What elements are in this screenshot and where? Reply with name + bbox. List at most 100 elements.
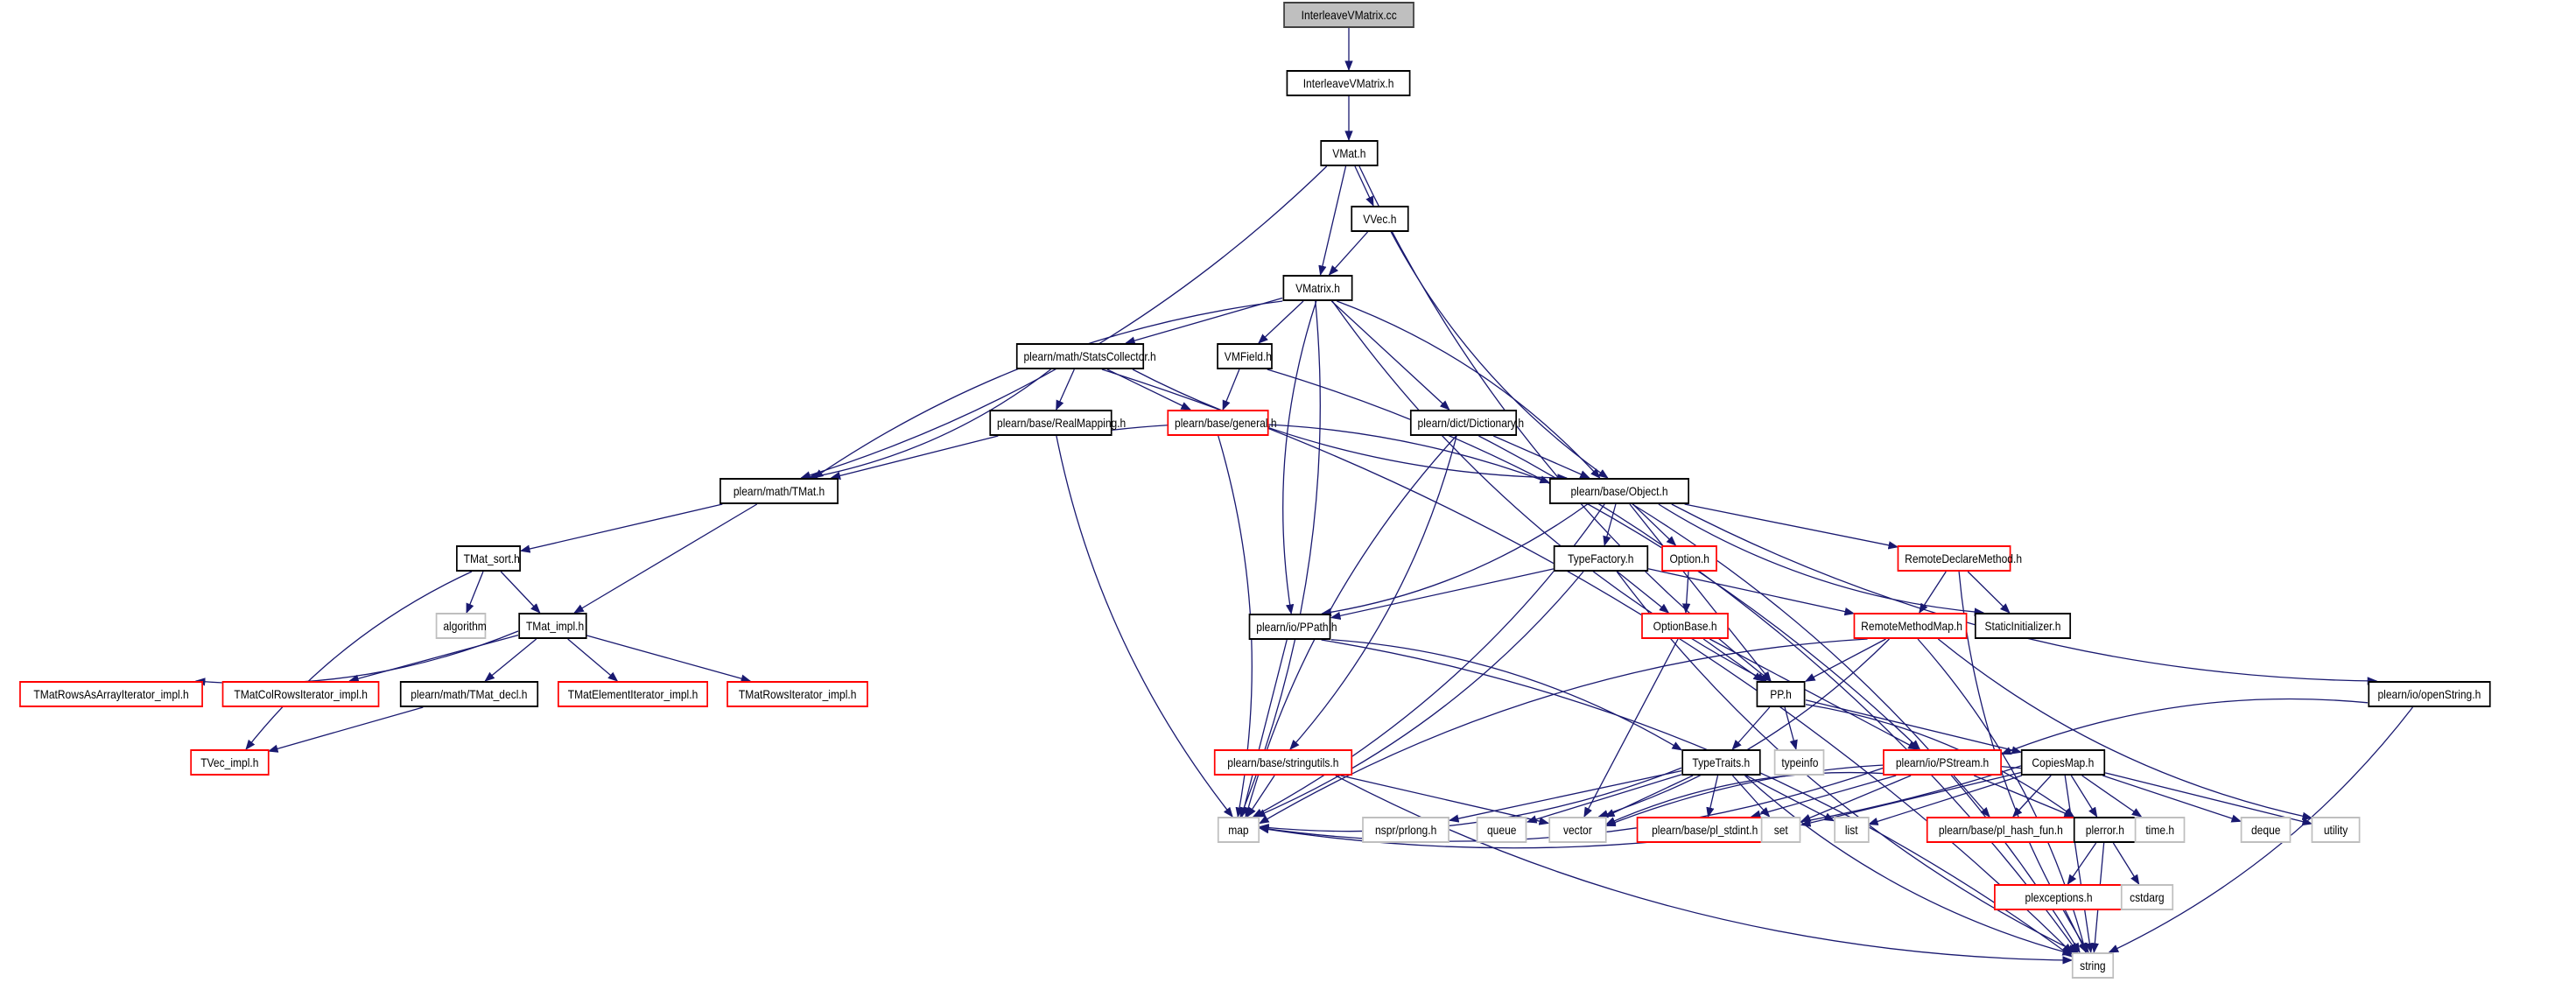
edge-object-to-rdm bbox=[1684, 503, 1899, 550]
graph-node-ivm_h[interactable]: InterleaveVMatrix.h bbox=[1287, 70, 1412, 96]
graph-node-stringutils[interactable]: plearn/base/stringutils.h bbox=[1214, 749, 1352, 776]
edge-rmm-to-vector bbox=[1597, 638, 1890, 818]
graph-node-colrows[interactable]: TMatColRowsIterator_impl.h bbox=[222, 681, 381, 707]
graph-node-stats[interactable]: plearn/math/StatsCollector.h bbox=[1016, 343, 1156, 369]
graph-node-copiesmap[interactable]: CopiesMap.h bbox=[2021, 749, 2105, 776]
graph-node-plexceptions[interactable]: plexceptions.h bbox=[1994, 884, 2124, 910]
graph-node-root[interactable]: InterleaveVMatrix.cc bbox=[1283, 2, 1414, 28]
graph-node-rdm[interactable]: RemoteDeclareMethod.h bbox=[1898, 545, 2022, 572]
edge-typefactory-to-ppath bbox=[1330, 568, 1555, 620]
edge-vmfield-to-pstream bbox=[1267, 369, 1921, 750]
graph-node-utility: utility bbox=[2312, 817, 2362, 843]
edge-typefactory-to-optionbase bbox=[1617, 571, 1670, 614]
edge-vvec-to-vmatrix bbox=[1328, 231, 1369, 276]
graph-node-rmm[interactable]: RemoteMethodMap.h bbox=[1854, 613, 1968, 639]
graph-node-deque: deque bbox=[2241, 817, 2292, 843]
graph-node-object[interactable]: plearn/base/Object.h bbox=[1549, 478, 1689, 504]
edge-copiesmap-to-plerror bbox=[2070, 775, 2098, 818]
edge-stats-to-tmat bbox=[807, 369, 1051, 481]
edge-optionbase-to-vector bbox=[1583, 638, 1679, 818]
edge-vmatrix-to-tmat bbox=[812, 300, 1283, 479]
edge-copiesmap-to-string bbox=[2064, 775, 2094, 954]
graph-node-plstdint[interactable]: plearn/base/pl_stdint.h bbox=[1637, 817, 1774, 843]
edge-dict-to-stringutils bbox=[1289, 435, 1457, 750]
edge-vvec-to-object bbox=[1390, 231, 1609, 479]
graph-node-hashfun[interactable]: plearn/base/pl_hash_fun.h bbox=[1927, 817, 2076, 843]
edge-stringutils-to-map bbox=[1246, 775, 1275, 818]
edge-typefactory-to-rmm bbox=[1647, 568, 1856, 616]
edge-typefactory-to-map bbox=[1254, 571, 1584, 818]
edge-typetraits-to-plstdint bbox=[1706, 775, 1719, 818]
edge-stats-to-object bbox=[1132, 369, 1569, 482]
edge-vmatrix-to-ppath bbox=[1282, 300, 1317, 615]
edge-rdm-to-rmm bbox=[1919, 571, 1947, 614]
edge-stats-to-realmap bbox=[1056, 369, 1075, 411]
edge-tmatsort-to-tvecimpl bbox=[245, 571, 473, 750]
edge-copiesmap-to-deque bbox=[2102, 775, 2243, 823]
graph-node-rowsasarr[interactable]: TMatRowsAsArrayIterator_impl.h bbox=[19, 681, 204, 707]
graph-node-tmatsort[interactable]: TMat_sort.h bbox=[456, 545, 521, 572]
graph-node-timeh: time.h bbox=[2135, 817, 2186, 843]
graph-node-prlong: nspr/prlong.h bbox=[1362, 817, 1450, 843]
graph-node-elemiter[interactable]: TMatElementIterator_impl.h bbox=[558, 681, 708, 707]
graph-node-map: map bbox=[1218, 817, 1260, 843]
graph-node-pp[interactable]: PP.h bbox=[1757, 681, 1807, 707]
edge-rmm-to-pp bbox=[1804, 638, 1886, 682]
edge-pstream-to-hashfun bbox=[1953, 775, 1990, 818]
edge-object-to-ppath bbox=[1321, 503, 1588, 616]
edge-plexceptions-to-string bbox=[2064, 909, 2088, 954]
graph-node-vmfield[interactable]: VMField.h bbox=[1217, 343, 1273, 369]
graph-node-cstdarg: cstdarg bbox=[2121, 884, 2174, 910]
graph-node-vmat[interactable]: VMat.h bbox=[1320, 140, 1379, 166]
edge-tmatdecl-to-tvecimpl bbox=[267, 706, 424, 753]
graph-node-vvec[interactable]: VVec.h bbox=[1351, 206, 1409, 232]
graph-node-dict[interactable]: plearn/dict/Dictionary.h bbox=[1410, 410, 1524, 436]
graph-node-openstring[interactable]: plearn/io/openString.h bbox=[2368, 681, 2490, 707]
edge-pp-to-plerror bbox=[1805, 704, 2075, 818]
edge-tmatimpl-to-rowsiter bbox=[586, 635, 752, 683]
edge-vmatrix-to-object bbox=[1337, 300, 1601, 479]
graph-node-typetraits[interactable]: TypeTraits.h bbox=[1681, 749, 1761, 776]
edge-tmatimpl-to-colrows bbox=[348, 634, 519, 683]
edge-tmatsort-to-tmatimpl bbox=[500, 571, 541, 614]
graph-node-tmatdecl[interactable]: plearn/math/TMat_decl.h bbox=[400, 681, 538, 707]
edge-ppath-to-map bbox=[1239, 639, 1288, 818]
edge-pstream-to-set bbox=[1800, 775, 1912, 822]
edge-typefactory-to-string bbox=[1616, 571, 2078, 953]
graph-node-option[interactable]: Option.h bbox=[1661, 545, 1717, 572]
edge-pp-to-typeinfo bbox=[1784, 706, 1798, 751]
edge-rmm-to-map bbox=[1258, 638, 1868, 825]
graph-node-staticinit[interactable]: StaticInitializer.h bbox=[1975, 613, 2071, 639]
edge-plerror-to-plexceptions bbox=[2067, 842, 2097, 885]
graph-node-general[interactable]: plearn/base/general.h bbox=[1167, 410, 1276, 436]
graph-node-pstream[interactable]: plearn/io/PStream.h bbox=[1883, 749, 2002, 776]
edge-copiesmap-to-list bbox=[1867, 775, 2023, 825]
graph-node-typeinfo: typeinfo bbox=[1774, 749, 1825, 776]
edge-vmatrix-to-dict bbox=[1330, 300, 1450, 411]
graph-node-ppath[interactable]: plearn/io/PPath.h bbox=[1249, 614, 1337, 640]
edge-copiesmap-to-timeh bbox=[2081, 775, 2143, 818]
graph-node-tvecimpl[interactable]: TVec_impl.h bbox=[190, 749, 270, 776]
graph-node-optionbase[interactable]: OptionBase.h bbox=[1641, 613, 1730, 639]
edge-dict-to-object bbox=[1492, 435, 1590, 479]
graph-node-tmat[interactable]: plearn/math/TMat.h bbox=[719, 478, 839, 504]
edge-stringutils-to-string bbox=[1335, 775, 2074, 965]
edge-plerror-to-cstdarg bbox=[2112, 842, 2140, 885]
edge-pp-to-copiesmap bbox=[1805, 699, 2023, 755]
edge-ppath-to-typetraits bbox=[1330, 639, 1683, 751]
graph-node-tmatimpl[interactable]: TMat_impl.h bbox=[518, 613, 586, 639]
edge-copiesmap-to-hashfun bbox=[2012, 775, 2052, 818]
edge-object-to-typefactory bbox=[1603, 503, 1617, 547]
edge-pstream-to-vector bbox=[1604, 771, 1884, 825]
graph-node-set: set bbox=[1761, 817, 1802, 843]
graph-node-plerror[interactable]: plerror.h bbox=[2074, 817, 2137, 843]
graph-node-realmap[interactable]: plearn/base/RealMapping.h bbox=[989, 410, 1126, 436]
edge-typetraits-to-map bbox=[1258, 767, 1682, 832]
edge-option-to-optionbase bbox=[1681, 571, 1691, 614]
edge-copiesmap-to-set bbox=[1800, 771, 2022, 827]
edge-tmat-to-tmatsort bbox=[519, 503, 723, 553]
graph-node-typefactory[interactable]: TypeFactory.h bbox=[1554, 545, 1649, 572]
graph-node-vmatrix[interactable]: VMatrix.h bbox=[1282, 275, 1353, 301]
graph-node-rowsiter[interactable]: TMatRowsIterator_impl.h bbox=[726, 681, 869, 707]
